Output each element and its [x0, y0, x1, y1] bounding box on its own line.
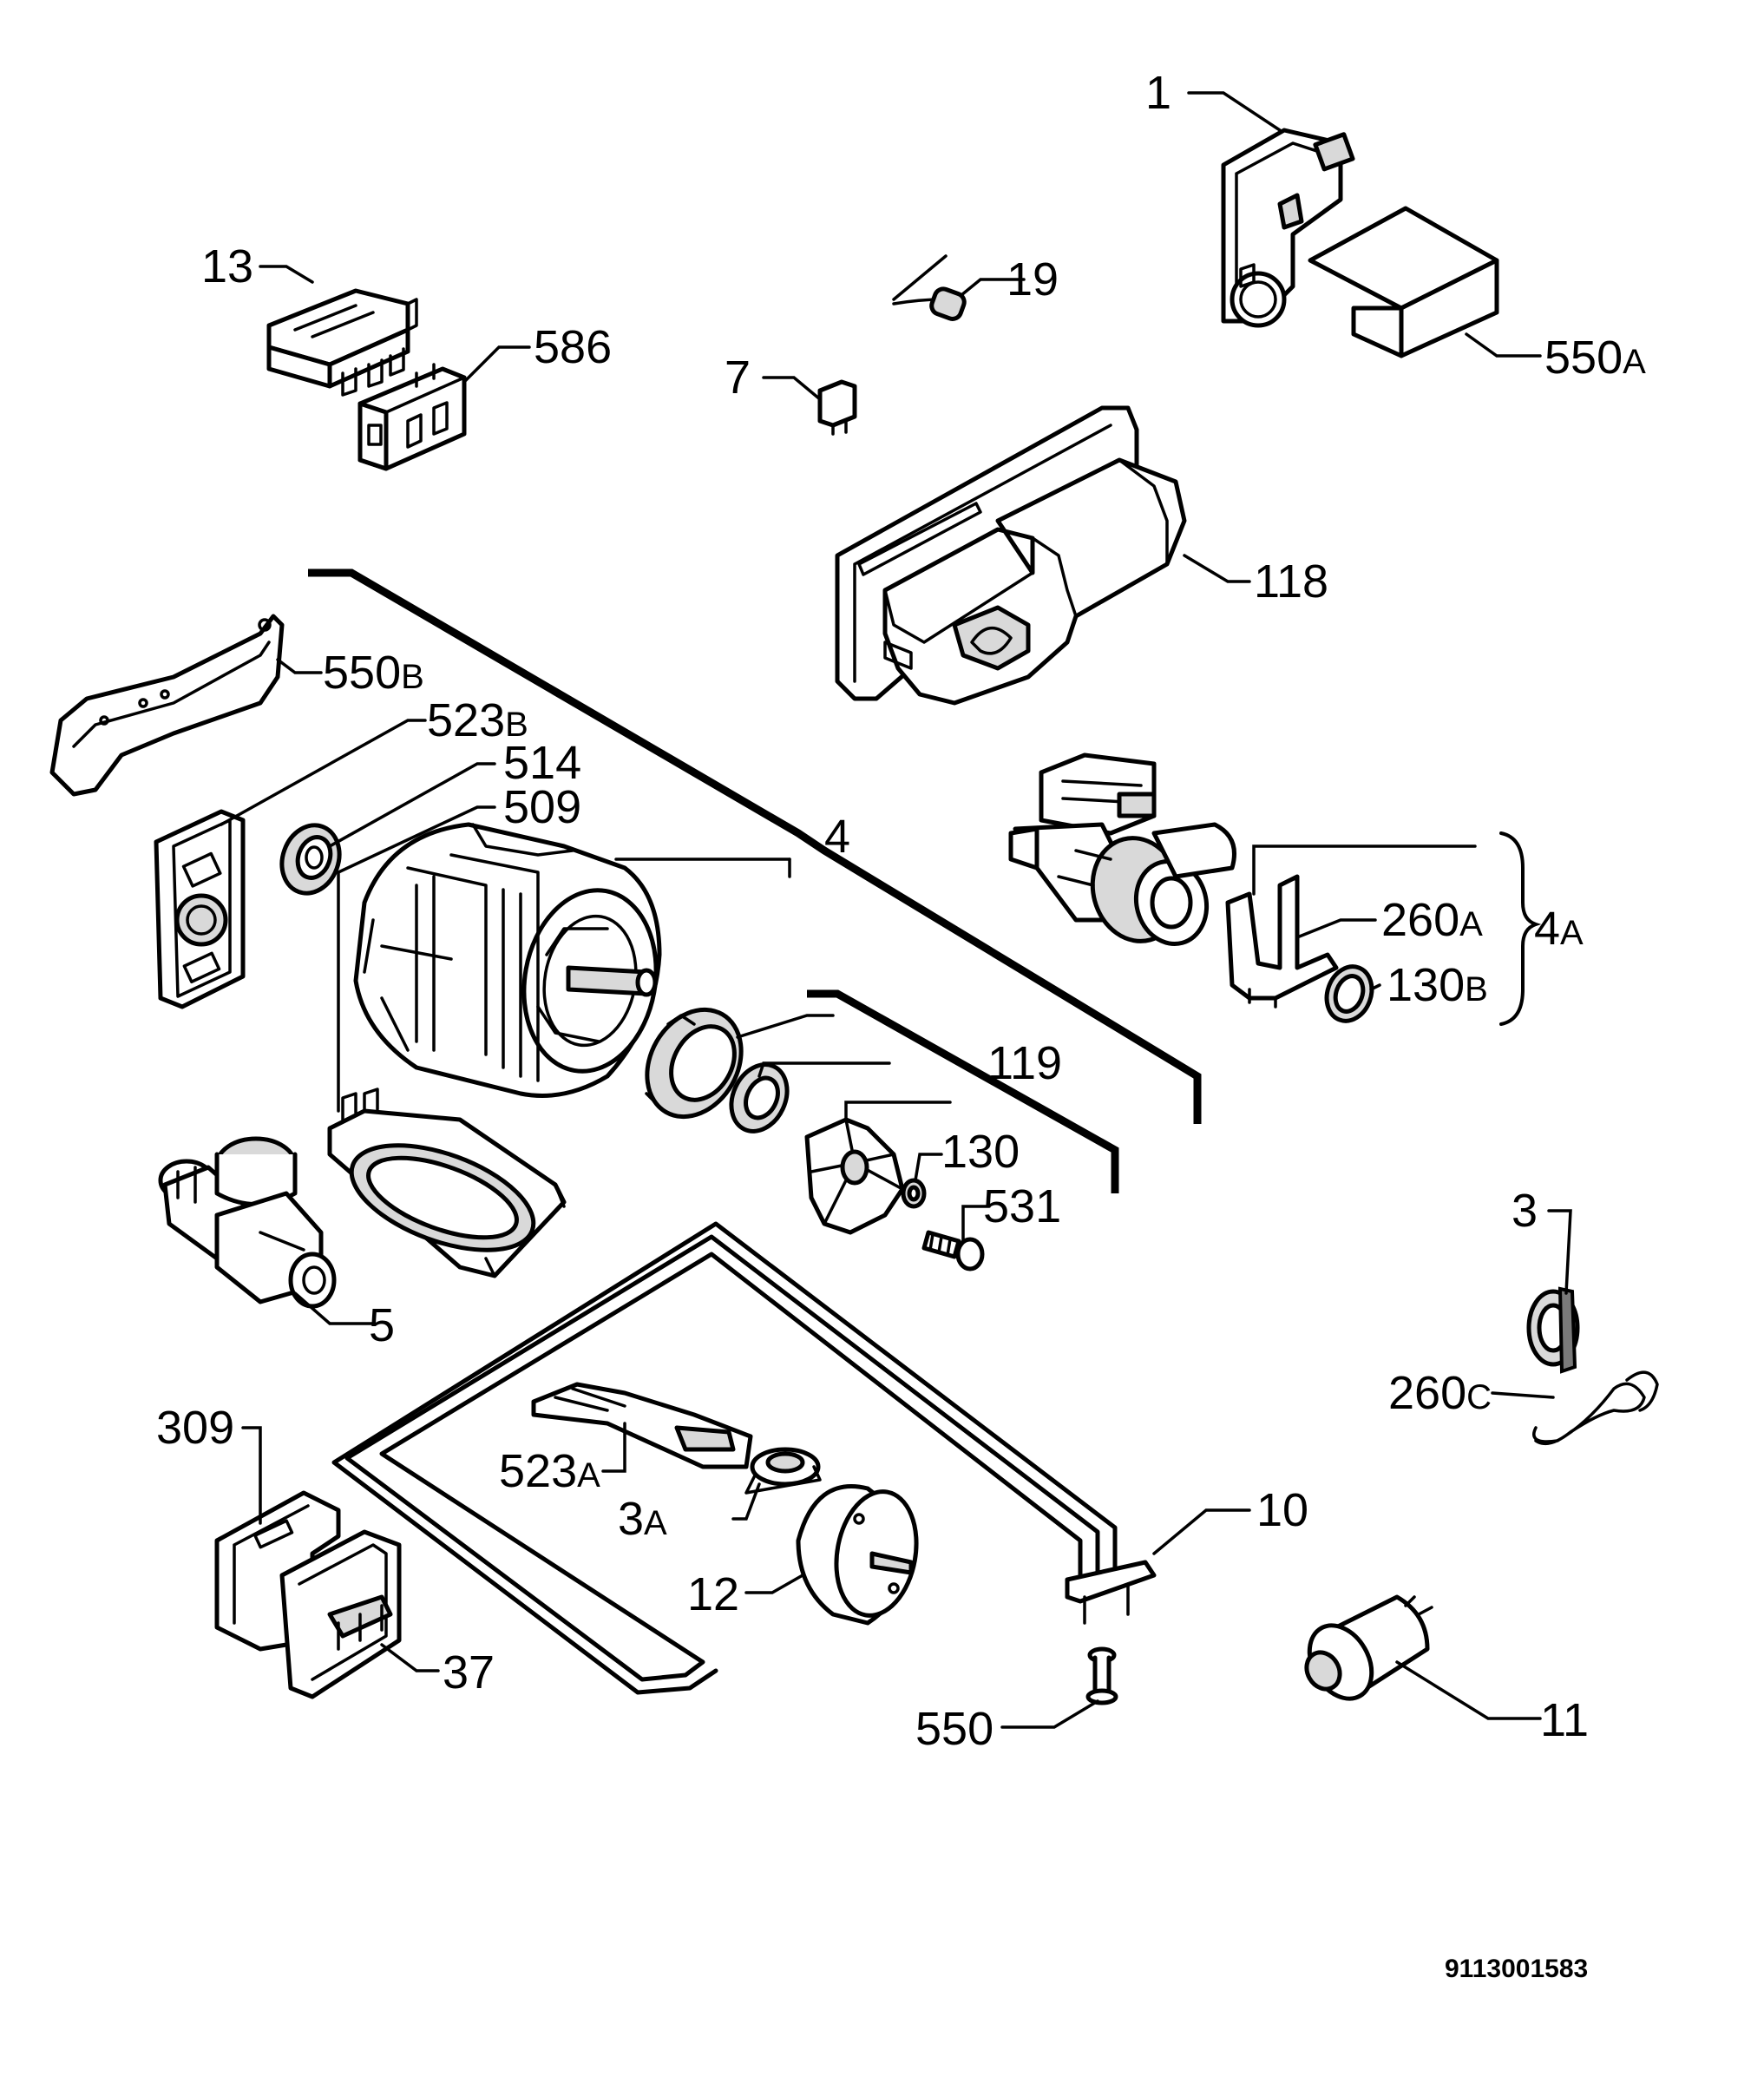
- label-531: 531: [983, 1180, 1061, 1232]
- part-37-connector-box: [279, 1529, 402, 1699]
- part-130b-oring: [1324, 964, 1374, 1023]
- part-1-timer: [1221, 128, 1355, 328]
- label-7: 7: [725, 352, 751, 404]
- label-130b: 130B: [1387, 959, 1488, 1011]
- seal-ring: [729, 1062, 790, 1133]
- label-3: 3: [1512, 1185, 1538, 1237]
- part-118-dispenser: [835, 405, 1187, 706]
- part-10-heating-element: [331, 1221, 1157, 1695]
- label-4: 4: [824, 811, 850, 863]
- label-13: 13: [201, 240, 253, 292]
- label-523a: 523A: [499, 1445, 600, 1497]
- part-523b-plate: [154, 809, 246, 1009]
- part-11-capacitor: [1304, 1594, 1433, 1701]
- part-3a-thermostat: [744, 1447, 822, 1495]
- part-13-switch-block: [266, 288, 418, 397]
- part-3-level-switch: [1526, 1286, 1580, 1374]
- label-4a: 4A: [1534, 903, 1584, 955]
- part-523a-bracket: [531, 1382, 753, 1469]
- part-586-switch-cover: [357, 363, 467, 471]
- part-550-pin: [1085, 1646, 1118, 1705]
- part-7-sensor: [817, 379, 857, 436]
- label-586: 586: [534, 321, 612, 373]
- label-509: 509: [503, 781, 581, 833]
- part-19-connector: [892, 254, 967, 321]
- part-260a-clip: [1225, 874, 1339, 1009]
- label-19: 19: [1007, 253, 1059, 306]
- label-550: 550: [915, 1703, 993, 1755]
- label-550b: 550B: [323, 647, 424, 699]
- label-12: 12: [687, 1568, 739, 1620]
- part-514-ring: [279, 823, 342, 896]
- label-514: 514: [503, 737, 581, 789]
- label-118: 118: [1254, 555, 1328, 608]
- label-550a: 550A: [1544, 332, 1646, 384]
- label-5: 5: [369, 1299, 395, 1351]
- label-10: 10: [1256, 1484, 1308, 1536]
- part-12-pump-motor: [796, 1484, 919, 1626]
- part-4a-drain-pump: [1008, 752, 1236, 947]
- label-130: 130: [941, 1126, 1020, 1178]
- label-1: 1: [1145, 67, 1171, 119]
- label-119: 119: [987, 1037, 1062, 1089]
- label-11: 11: [1540, 1694, 1589, 1746]
- part-509-motor: [353, 822, 662, 1098]
- leader-lines: [220, 91, 1572, 1729]
- label-309: 309: [156, 1402, 234, 1454]
- part-550b-bracket: [49, 614, 285, 797]
- part-550a-box: [1308, 206, 1499, 358]
- impeller: [804, 1117, 905, 1235]
- part-260c-spring: [1532, 1370, 1659, 1446]
- label-260a: 260A: [1381, 894, 1483, 946]
- reference-bars: [308, 568, 1202, 1193]
- label-523b: 523B: [427, 694, 528, 746]
- pump-housing-ring: [645, 1007, 744, 1120]
- callout-labels: 1 13 19 586 7 550A 118 550B 523B 514 509…: [156, 67, 1646, 1983]
- label-3a: 3A: [618, 1493, 667, 1545]
- part-5-inlet-valve: [158, 1136, 337, 1309]
- motor-gasket: [327, 1087, 567, 1278]
- label-260c: 260C: [1388, 1367, 1492, 1419]
- part-531-screw: [921, 1230, 985, 1271]
- drawing-code: 9113001583: [1445, 1955, 1588, 1983]
- label-37: 37: [443, 1646, 495, 1699]
- part-130-small-ring: [901, 1178, 927, 1209]
